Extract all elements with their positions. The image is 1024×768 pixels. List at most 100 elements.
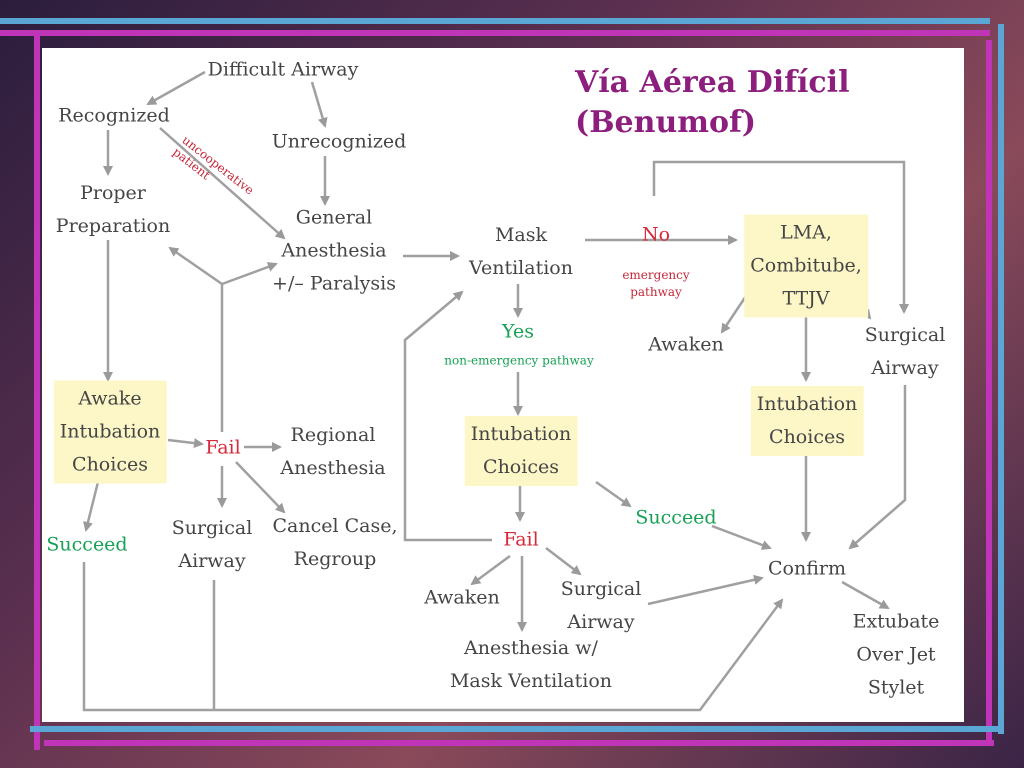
node-recognized: Recognized — [58, 100, 170, 133]
node-unrecognized: Unrecognized — [272, 126, 407, 159]
node-fail-center-label: Fail — [503, 528, 539, 551]
node-succeed-center: Succeed — [635, 502, 716, 535]
node-intubation-right-line-1: Intubation — [756, 393, 858, 415]
node-recognized-label: Recognized — [58, 104, 170, 127]
arrow-fail-to-awaken — [470, 554, 511, 586]
frame-bar-top-magenta — [0, 30, 990, 36]
node-lma-line-1: LMA, — [780, 221, 832, 244]
node-yes-label: Yes — [502, 320, 534, 343]
arrow-intubation-to-succeed — [595, 480, 632, 508]
node-awake-line-2: Intubation — [59, 420, 161, 443]
frame-bar-right-blue — [998, 24, 1004, 734]
page-title: Vía Aérea Difícil (Benumof) — [575, 63, 849, 143]
node-awake-intubation-choices: Awake Intubation Choices — [53, 380, 167, 484]
title-line-1: Vía Aérea Difícil — [575, 65, 850, 100]
node-confirm-label: Confirm — [768, 557, 846, 580]
node-surgical-right-line-1: Surgical — [864, 324, 946, 346]
node-awaken-center: Awaken — [424, 582, 499, 615]
node-general-anesthesia-line-3: +/– Paralysis — [272, 272, 396, 295]
node-general-anesthesia-line-1: General — [295, 206, 373, 229]
node-intubation-center-line-1: Intubation — [470, 423, 572, 445]
note-emergency-pathway: emergency pathway — [622, 267, 689, 301]
node-awaken-right-label: Awaken — [648, 333, 724, 356]
node-fail-center: Fail — [503, 524, 538, 557]
arrow-awake-to-succeed — [83, 481, 100, 532]
node-fail-left: Fail — [205, 432, 240, 465]
arrow-fail-loop-to-mask — [403, 290, 492, 542]
node-difficult-airway-label: Difficult Airway — [207, 58, 359, 81]
note-emergency-line-1: emergency — [622, 268, 690, 282]
arrow-succeed-to-confirm — [711, 524, 772, 550]
arrow-fail-to-cancel — [235, 461, 286, 514]
node-lma-line-3: TTJV — [782, 287, 830, 310]
note-non-emergency-label: non-emergency pathway — [444, 353, 594, 368]
node-fail-left-label: Fail — [205, 436, 241, 459]
node-cancel-line-1: Cancel Case, — [272, 515, 398, 537]
node-intubation-choices-right: Intubation Choices — [750, 386, 864, 456]
arrow-awake-to-fail — [167, 438, 204, 449]
node-regional-line-1: Regional — [290, 424, 376, 446]
node-lma-line-2: Combitube, — [750, 254, 862, 277]
node-difficult-airway: Difficult Airway — [208, 54, 359, 87]
node-anesthesia-mask-line-1: Anesthesia w/ — [464, 637, 598, 659]
node-surgical-airway-left: Surgical Airway — [172, 512, 253, 578]
arrow-recognized-to-general — [159, 127, 286, 240]
node-cancel-line-2: Regroup — [293, 548, 377, 570]
node-proper-preparation: Proper Preparation — [56, 177, 170, 243]
arrow-surgical-center-to-confirm — [647, 574, 764, 606]
node-extubate-line-3: Stylet — [867, 676, 925, 699]
node-surgical-left-line-2: Airway — [178, 550, 246, 572]
node-no-label: No — [641, 223, 671, 246]
node-surgical-left-line-1: Surgical — [171, 517, 253, 539]
node-proper-preparation-line-2: Preparation — [55, 215, 171, 237]
arrow-confirm-to-extubate — [841, 580, 890, 610]
node-mask-ventilation-line-2: Ventilation — [469, 257, 573, 279]
node-lma-combitube-ttjv: LMA, Combitube, TTJV — [744, 214, 868, 318]
node-extubate-line-1: Extubate — [852, 610, 940, 633]
frame-bar-left-magenta — [34, 30, 40, 750]
node-extubate-line-2: Over Jet — [856, 643, 936, 666]
node-confirm: Confirm — [768, 553, 846, 586]
frame-bar-bottom-blue — [30, 726, 1004, 732]
frame-bar-top-blue — [0, 18, 990, 24]
node-proper-preparation-line-1: Proper — [80, 182, 146, 204]
node-intubation-choices-center: Intubation Choices — [464, 416, 578, 486]
node-awaken-right: Awaken — [648, 329, 723, 362]
note-emergency-line-2: pathway — [630, 285, 682, 299]
node-mask-ventilation-line-1: Mask — [494, 224, 548, 246]
node-intubation-right-line-2: Choices — [769, 426, 845, 448]
node-awake-line-3: Choices — [72, 453, 148, 476]
node-yes: Yes — [502, 316, 534, 349]
arrow-fork-to-general — [221, 262, 278, 286]
arrow-right-surgical-to-confirm — [848, 385, 907, 550]
arrow-difficult-to-unrecognized — [310, 81, 328, 128]
arrow-fail-to-surgical-center — [545, 547, 582, 576]
node-awake-line-1: Awake — [78, 387, 142, 410]
node-extubate-over-jet-stylet: Extubate Over Jet Stylet — [853, 606, 940, 705]
node-intubation-center-line-2: Choices — [483, 456, 559, 478]
node-cancel-case-regroup: Cancel Case, Regroup — [272, 510, 397, 576]
frame-bar-right-magenta — [986, 40, 992, 740]
arrow-no-loop-to-surgical — [652, 160, 909, 314]
node-general-anesthesia: General Anesthesia +/– Paralysis — [272, 202, 396, 301]
node-unrecognized-label: Unrecognized — [271, 130, 407, 153]
arrow-bottom-loop-to-confirm — [82, 562, 784, 712]
node-regional-anesthesia: Regional Anesthesia — [280, 419, 385, 485]
node-awaken-center-label: Awaken — [424, 586, 500, 609]
arrow-lma-to-awaken — [720, 295, 748, 334]
node-surgical-right-line-2: Airway — [871, 357, 939, 379]
node-succeed-left-label: Succeed — [46, 533, 128, 556]
arrow-difficult-to-recognized — [146, 70, 206, 106]
frame-bar-bottom-magenta — [44, 740, 994, 746]
node-regional-line-2: Anesthesia — [280, 457, 386, 479]
node-succeed-center-label: Succeed — [635, 506, 717, 529]
node-surgical-center-line-1: Surgical — [560, 578, 642, 600]
title-line-2: (Benumof) — [575, 105, 757, 140]
arrow-fork-to-preparation — [168, 246, 223, 286]
note-non-emergency-pathway: non-emergency pathway — [444, 353, 593, 370]
node-no: No — [642, 219, 670, 252]
node-anesthesia-mask-line-2: Mask Ventilation — [449, 670, 613, 692]
node-anesthesia-mask-ventilation: Anesthesia w/ Mask Ventilation — [450, 632, 612, 698]
node-surgical-center-line-2: Airway — [567, 611, 635, 633]
